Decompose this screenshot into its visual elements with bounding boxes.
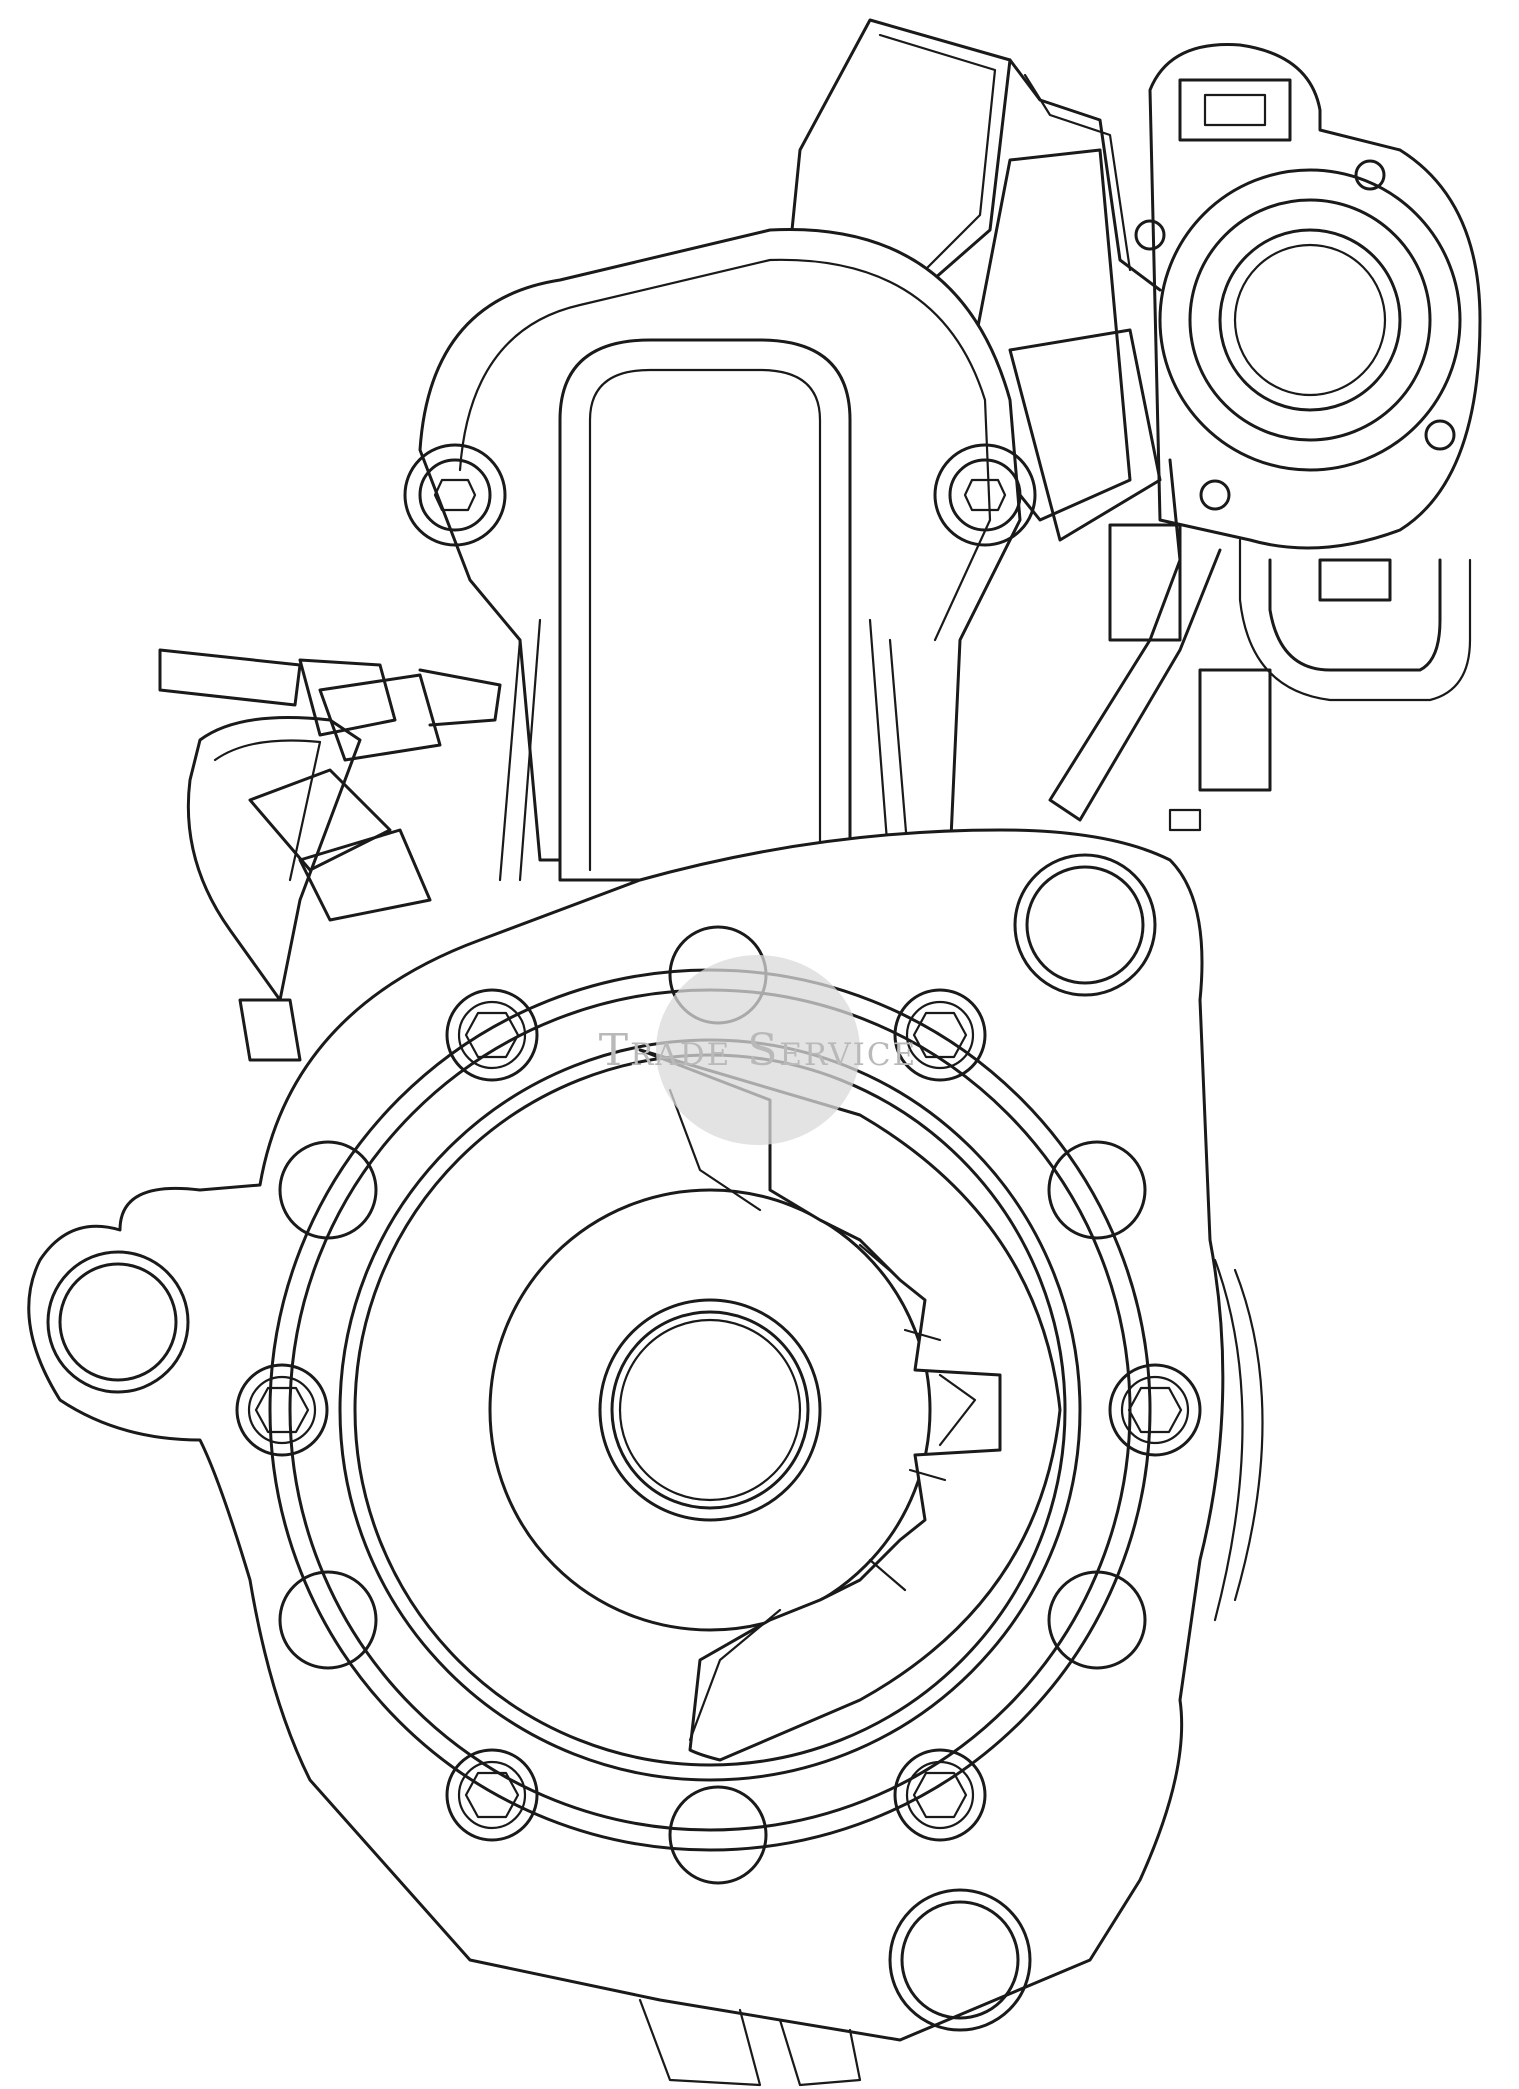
flange-bolts	[235, 988, 1202, 1842]
left-cable-bracket	[158, 648, 502, 1062]
drive-end-flange	[27, 828, 1264, 2087]
solenoid-assembly	[788, 18, 1482, 832]
motor-housing	[403, 227, 1037, 882]
watermark-text: Trade Service	[599, 1025, 918, 1076]
watermark-logo: Trade Service	[599, 955, 918, 1145]
pinion-gear	[638, 1048, 1062, 1762]
